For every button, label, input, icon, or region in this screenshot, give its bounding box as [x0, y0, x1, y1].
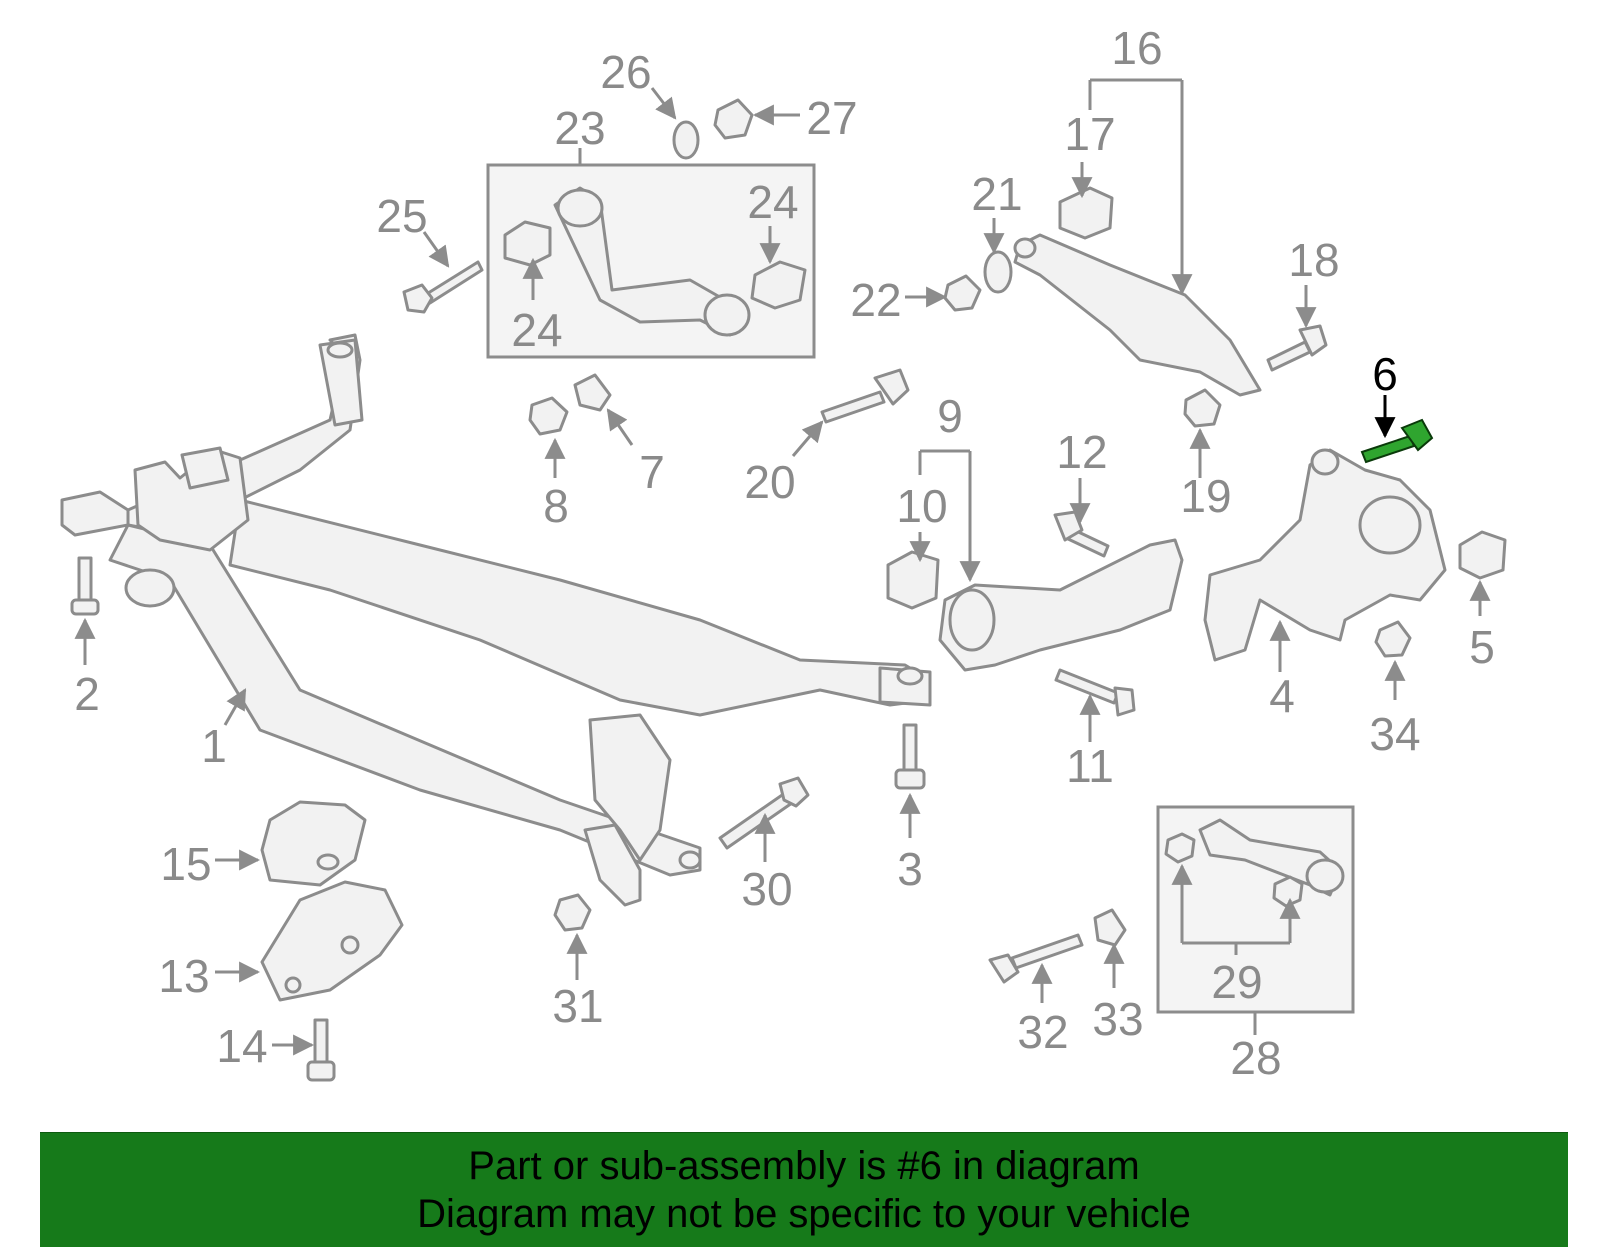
- bolt-20: [820, 368, 910, 424]
- leader-lines: [74, 78, 1491, 1056]
- label-26: 26: [600, 46, 651, 98]
- label-24-right: 24: [747, 176, 798, 228]
- label-24-left: 24: [511, 304, 562, 356]
- bolt-32: [988, 933, 1084, 984]
- label-8: 8: [543, 480, 569, 532]
- label-34: 34: [1369, 708, 1420, 760]
- label-5: 5: [1469, 621, 1495, 673]
- bushing-29b: [1272, 875, 1304, 908]
- subframe: [60, 333, 932, 907]
- info-banner: Part or sub-assembly is #6 in diagram Di…: [40, 1132, 1568, 1247]
- label-18: 18: [1288, 234, 1339, 286]
- banner-line-part: Part or sub-assembly is #6 in diagram: [468, 1144, 1140, 1188]
- label-33: 33: [1092, 993, 1143, 1045]
- label-25: 25: [376, 190, 427, 242]
- plate-33: [1093, 908, 1127, 947]
- label-21: 21: [971, 168, 1022, 220]
- knuckle-4: [1203, 448, 1447, 662]
- label-9: 9: [937, 390, 963, 442]
- trailing-arm-9: [938, 538, 1184, 672]
- label-23: 23: [554, 102, 605, 154]
- callout-labels: 1 2 3 4 5 6 7 8 9 10 11 12 13 14 15 16 1…: [74, 22, 1495, 1084]
- bracket-13: [260, 880, 404, 1002]
- bushing-17: [1058, 186, 1114, 240]
- label-32: 32: [1017, 1006, 1068, 1058]
- label-14: 14: [216, 1020, 267, 1072]
- bushing-29a: [1164, 832, 1196, 864]
- nut-22: [943, 274, 982, 312]
- label-13: 13: [158, 950, 209, 1002]
- label-16: 16: [1111, 22, 1162, 74]
- label-3: 3: [897, 843, 923, 895]
- label-12: 12: [1056, 426, 1107, 478]
- bushing-5: [1458, 530, 1507, 580]
- label-20: 20: [744, 456, 795, 508]
- bolt-3: [894, 723, 926, 790]
- nut-8: [528, 396, 569, 436]
- label-7: 7: [639, 446, 665, 498]
- label-29: 29: [1211, 956, 1262, 1008]
- label-4: 4: [1269, 670, 1295, 722]
- label-22: 22: [850, 274, 901, 326]
- label-2: 2: [74, 668, 100, 720]
- label-30: 30: [741, 863, 792, 915]
- nut-27: [713, 98, 754, 140]
- lateral-arm-28: [1198, 818, 1345, 897]
- label-6: 6: [1372, 348, 1398, 400]
- ring-26: [672, 120, 700, 160]
- label-19: 19: [1180, 470, 1231, 522]
- nut-34: [1374, 620, 1412, 658]
- bolt-6-highlight: [1360, 418, 1434, 464]
- lower-arm-16: [1013, 233, 1262, 397]
- bolt-14: [306, 1018, 336, 1082]
- bolt-2: [70, 556, 100, 616]
- label-15: 15: [160, 838, 211, 890]
- upper-arm-23: [553, 186, 751, 337]
- nut-19: [1183, 388, 1222, 428]
- label-31: 31: [552, 980, 603, 1032]
- mount-15: [260, 800, 367, 887]
- bushing-24a: [503, 220, 552, 267]
- bolt-25: [402, 260, 484, 314]
- label-11: 11: [1066, 740, 1114, 792]
- label-27: 27: [806, 92, 857, 144]
- ring-21: [983, 250, 1013, 294]
- label-1: 1: [201, 720, 227, 772]
- bolt-11: [1054, 668, 1136, 717]
- label-28: 28: [1230, 1032, 1281, 1084]
- plate-7: [573, 373, 612, 412]
- nut-31: [553, 893, 592, 932]
- bushing-10: [886, 550, 940, 610]
- bolt-18: [1266, 324, 1328, 372]
- banner-line-disclaimer: Diagram may not be specific to your vehi…: [417, 1192, 1191, 1236]
- parts-diagram: 1 2 3 4 5 6 7 8 9 10 11 12 13 14 15 16 1…: [60, 22, 1507, 1084]
- label-10: 10: [896, 480, 947, 532]
- label-17: 17: [1064, 108, 1115, 160]
